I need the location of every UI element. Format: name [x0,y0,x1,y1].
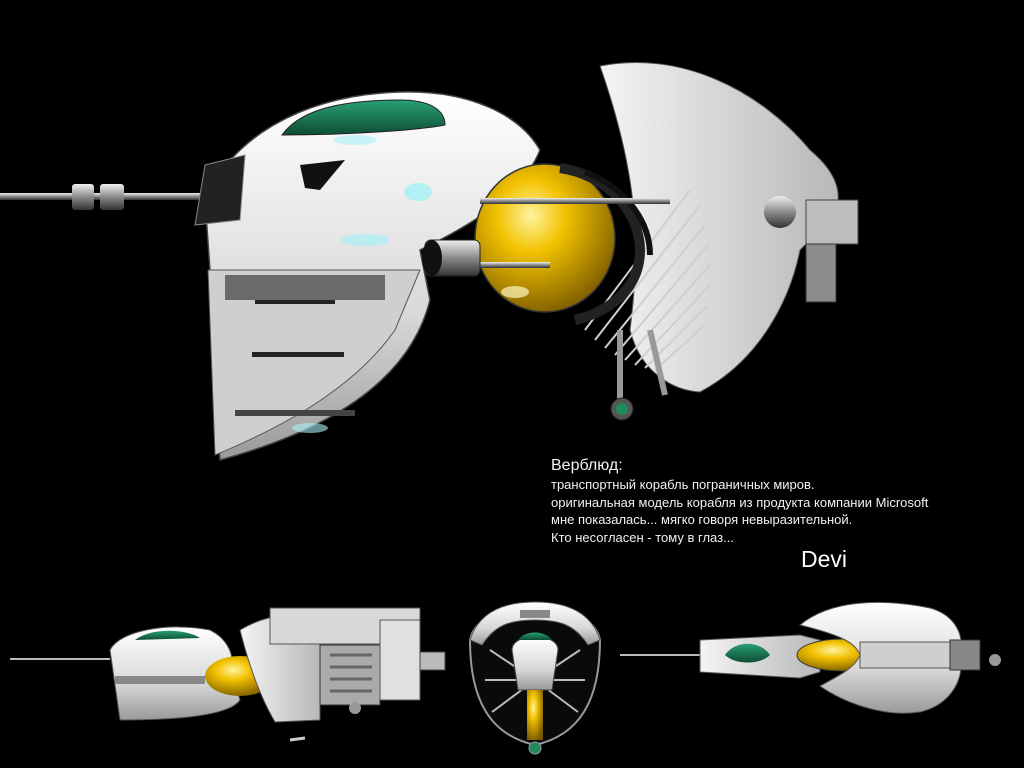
caption-title: Верблюд: [551,457,623,474]
engine-glow [404,183,432,201]
caption-line-2: оригинальная модель корабля из продукта … [551,494,929,510]
caption-line-1: транспортный корабль пограничных миров. [551,477,815,492]
front-view [468,601,602,755]
main-perspective-view [0,62,859,461]
author-signature: Devi [801,546,848,572]
cockpit-canopy [281,99,446,136]
caption-line-4: Кто несогласен - тому в глаз... [551,529,734,545]
top-view [620,601,1001,714]
side-view [10,607,446,742]
fuel-tank [474,163,616,313]
description-caption: Верблюд: транспортный корабль пограничны… [551,456,928,546]
caption-line-3: мне показалась... мягко говоря невыразит… [551,512,853,527]
